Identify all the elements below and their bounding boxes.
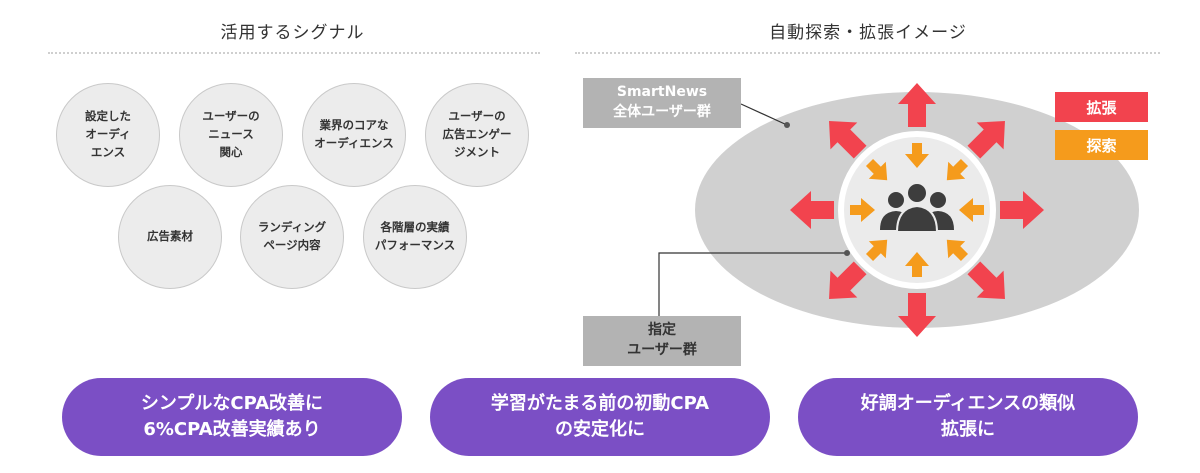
target-leader-line (658, 252, 847, 316)
expansion-section-title: 自動探索・拡張イメージ (769, 23, 967, 43)
signal-label: 業界のコアな オーディエンス (314, 118, 394, 150)
target-users-label: 指定 ユーザー群 (583, 316, 741, 366)
legend-expand: 拡張 (1055, 92, 1148, 122)
target-leader-dot (844, 250, 850, 256)
benefit-pill-initial-cpa-stability: 学習がたまる前の初動CPA の安定化に (430, 378, 770, 456)
signal-label: ユーザーの ニュース 関心 (202, 109, 260, 159)
signal-bubble-industry-core-audience: 業界のコアな オーディエンス (302, 83, 406, 187)
smartnews-leader-dot (784, 122, 790, 128)
signal-label: 各階層の実績 パフォーマンス (374, 220, 456, 252)
signal-bubble-tier-performance: 各階層の実績 パフォーマンス (363, 185, 467, 289)
signal-bubble-ad-creative: 広告素材 (118, 185, 222, 289)
signal-label: ランディング ページ内容 (257, 220, 327, 252)
user-group-icon (880, 182, 954, 233)
signals-section-title: 活用するシグナル (220, 23, 365, 43)
benefit-text: シンプルなCPA改善に 6%CPA改善実績あり (140, 392, 324, 440)
signal-bubble-configured-audience: 設定した オーディ エンス (56, 83, 160, 187)
legend-explore: 探索 (1055, 130, 1148, 160)
benefit-pill-cpa-improvement: シンプルなCPA改善に 6%CPA改善実績あり (62, 378, 402, 456)
benefit-pill-lookalike-expansion: 好調オーディエンスの類似 拡張に (798, 378, 1138, 456)
signal-bubble-news-interest: ユーザーの ニュース 関心 (179, 83, 283, 187)
left-divider (48, 52, 540, 54)
expansion-diagram (658, 83, 1139, 337)
smartnews-leader-line (740, 103, 788, 126)
signal-label: 設定した オーディ エンス (85, 109, 131, 159)
right-divider (575, 52, 1160, 54)
signal-bubble-landing-page: ランディング ページ内容 (240, 185, 344, 289)
signal-label: 広告素材 (147, 229, 193, 244)
benefit-text: 学習がたまる前の初動CPA の安定化に (490, 392, 710, 440)
benefit-text: 好調オーディエンスの類似 拡張に (860, 392, 1076, 440)
signal-label: ユーザーの 広告エンゲー ジメント (442, 109, 512, 159)
smartnews-users-label: SmartNews 全体ユーザー群 (583, 78, 741, 128)
signal-bubble-ad-engagement: ユーザーの 広告エンゲー ジメント (425, 83, 529, 187)
